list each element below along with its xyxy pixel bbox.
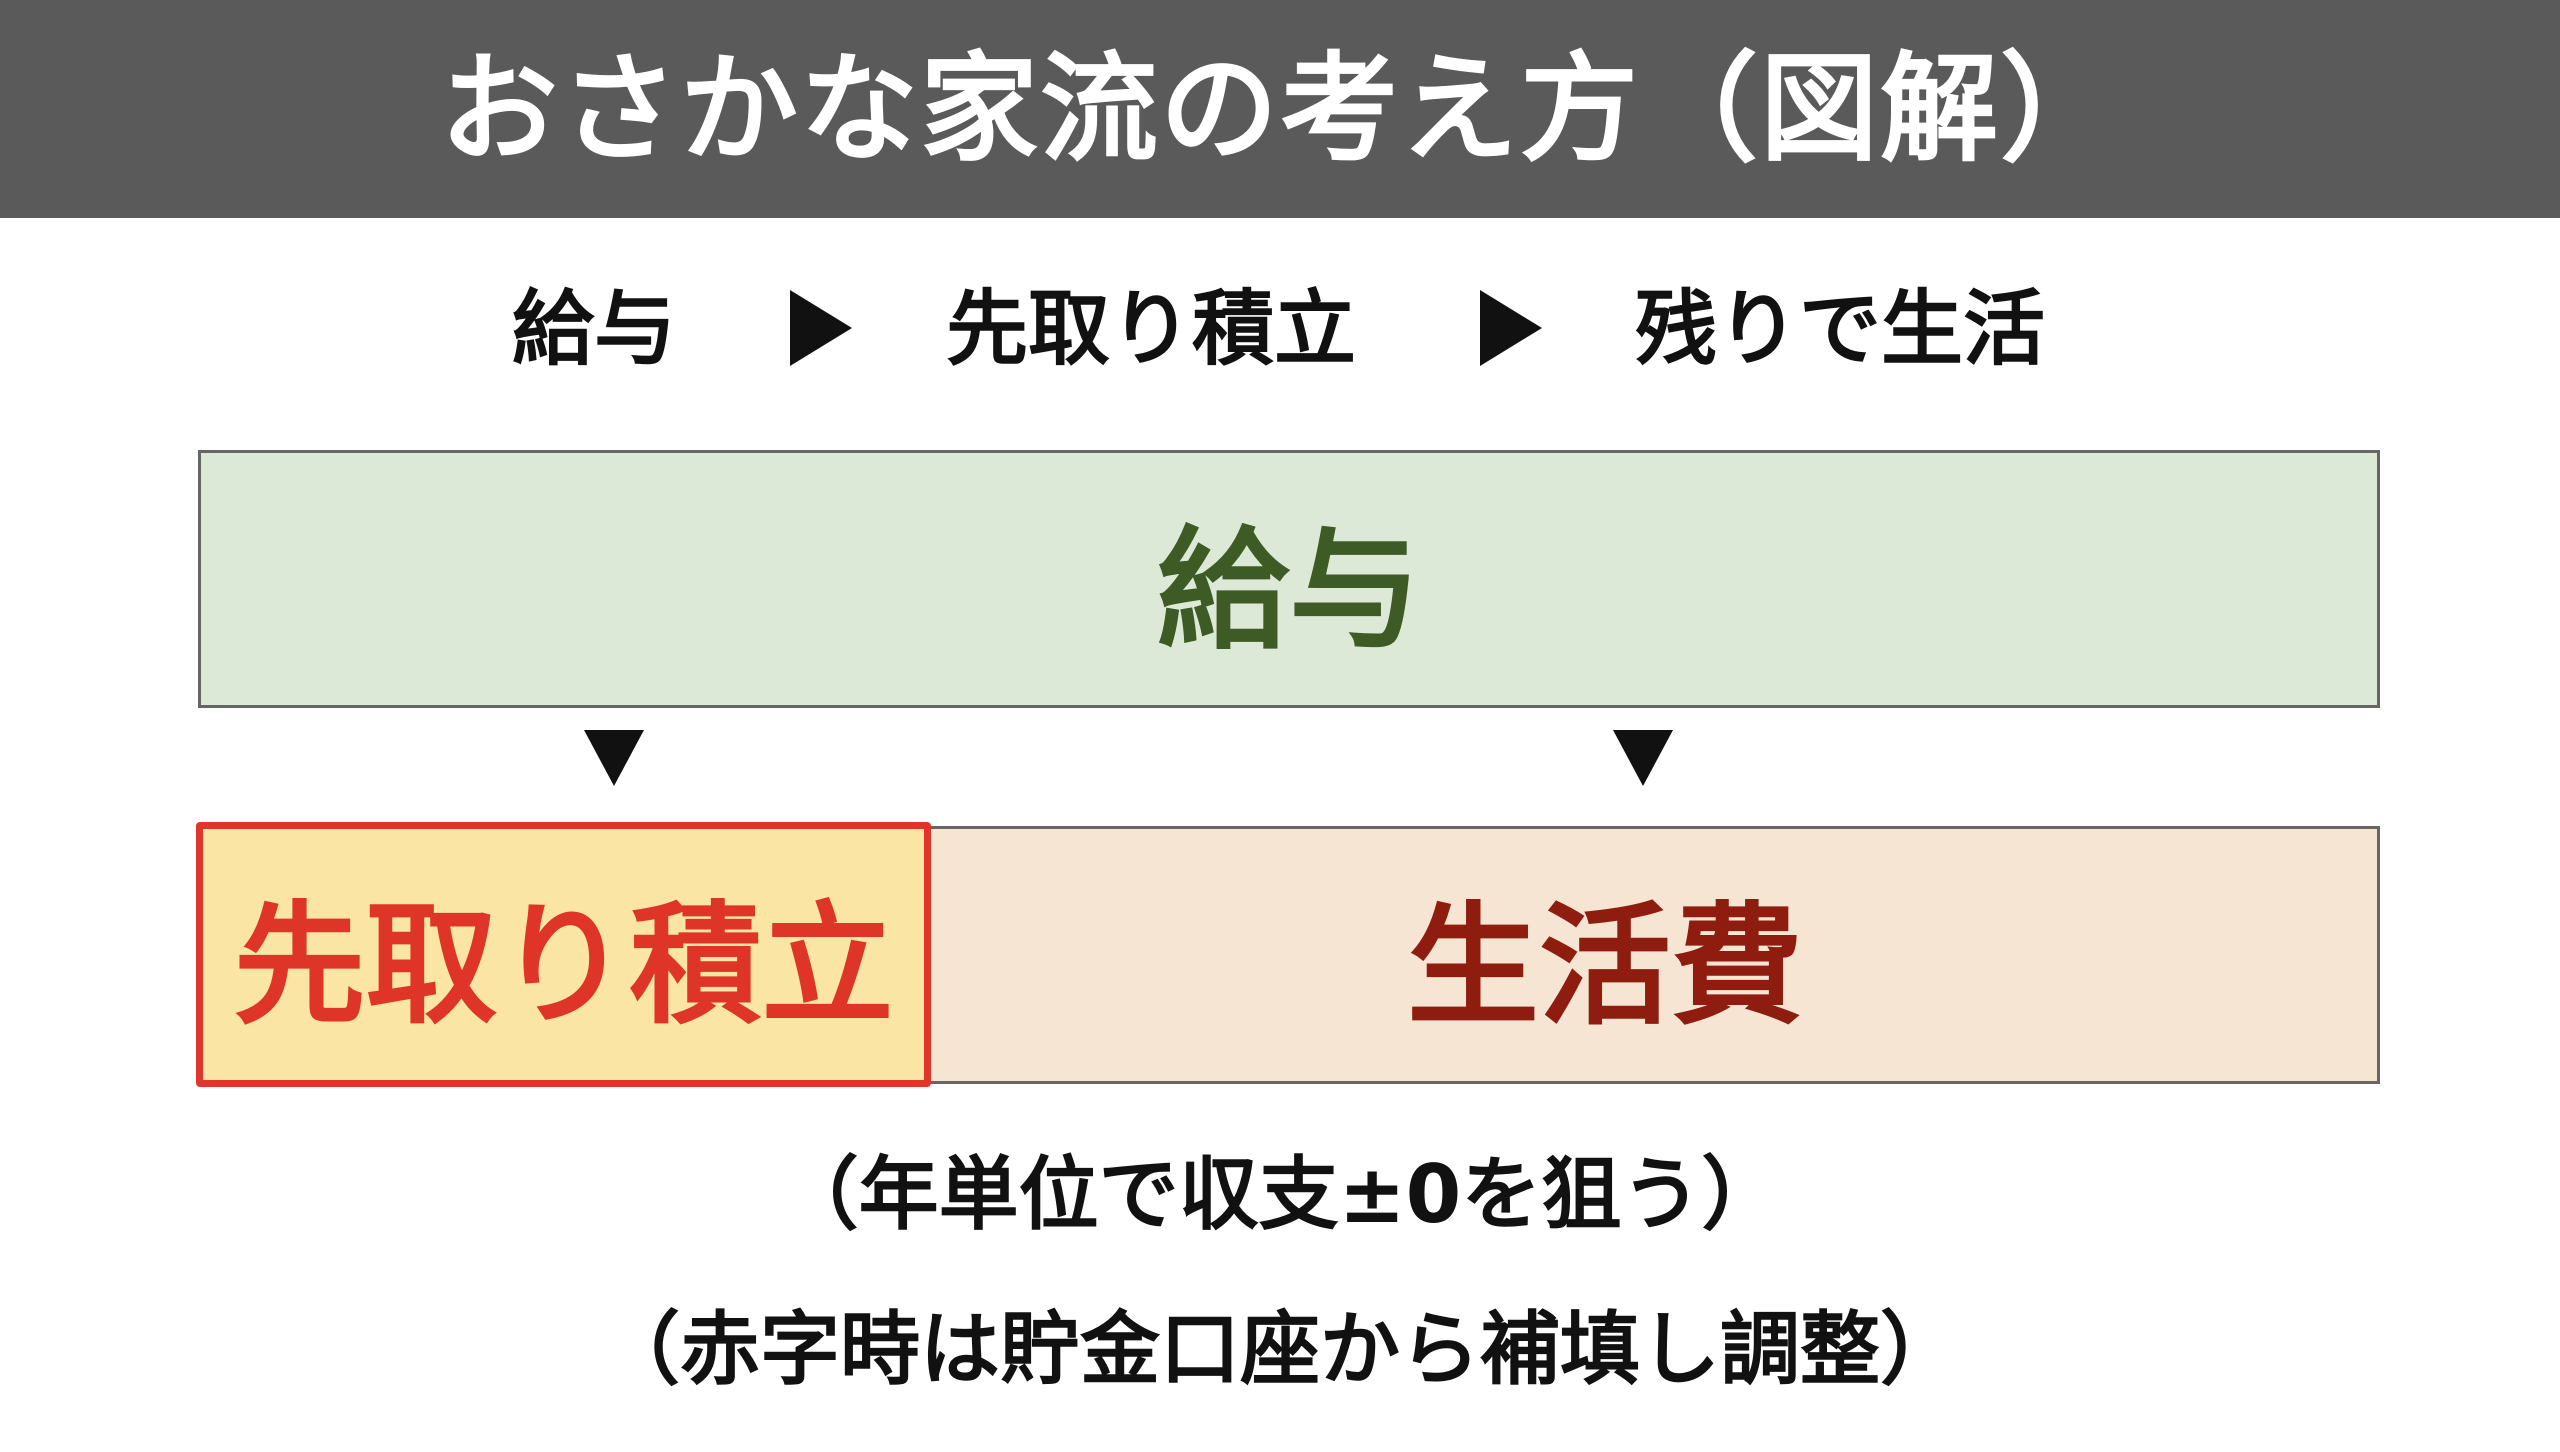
savings-box: 先取り積立 xyxy=(196,822,931,1087)
flow-step-living: 残りで生活 xyxy=(1635,282,2046,377)
flow-step-salary: 給与 xyxy=(512,282,677,377)
flow-arrow-right-icon xyxy=(1480,290,1542,366)
living-expenses-label: 生活費 xyxy=(1407,889,1803,1044)
salary-box: 給与 xyxy=(198,450,2380,708)
flow-step-savings: 先取り積立 xyxy=(946,282,1357,377)
flow-arrow-right-icon xyxy=(790,290,852,366)
living-expenses-box: 生活費 xyxy=(925,826,2380,1084)
salary-box-label: 給与 xyxy=(1157,513,1421,668)
page-title: おさかな家流の考え方（図解） xyxy=(439,40,2120,178)
header-bar xyxy=(0,0,2560,218)
note-line-2: （赤字時は貯金口座から補填し調整） xyxy=(600,1303,1960,1396)
arrow-down-icon xyxy=(1613,730,1673,786)
note-line-1: （年単位で収支±0を狙う） xyxy=(778,1148,1782,1241)
savings-box-label: 先取り積立 xyxy=(233,889,894,1043)
arrow-down-icon xyxy=(584,730,644,786)
